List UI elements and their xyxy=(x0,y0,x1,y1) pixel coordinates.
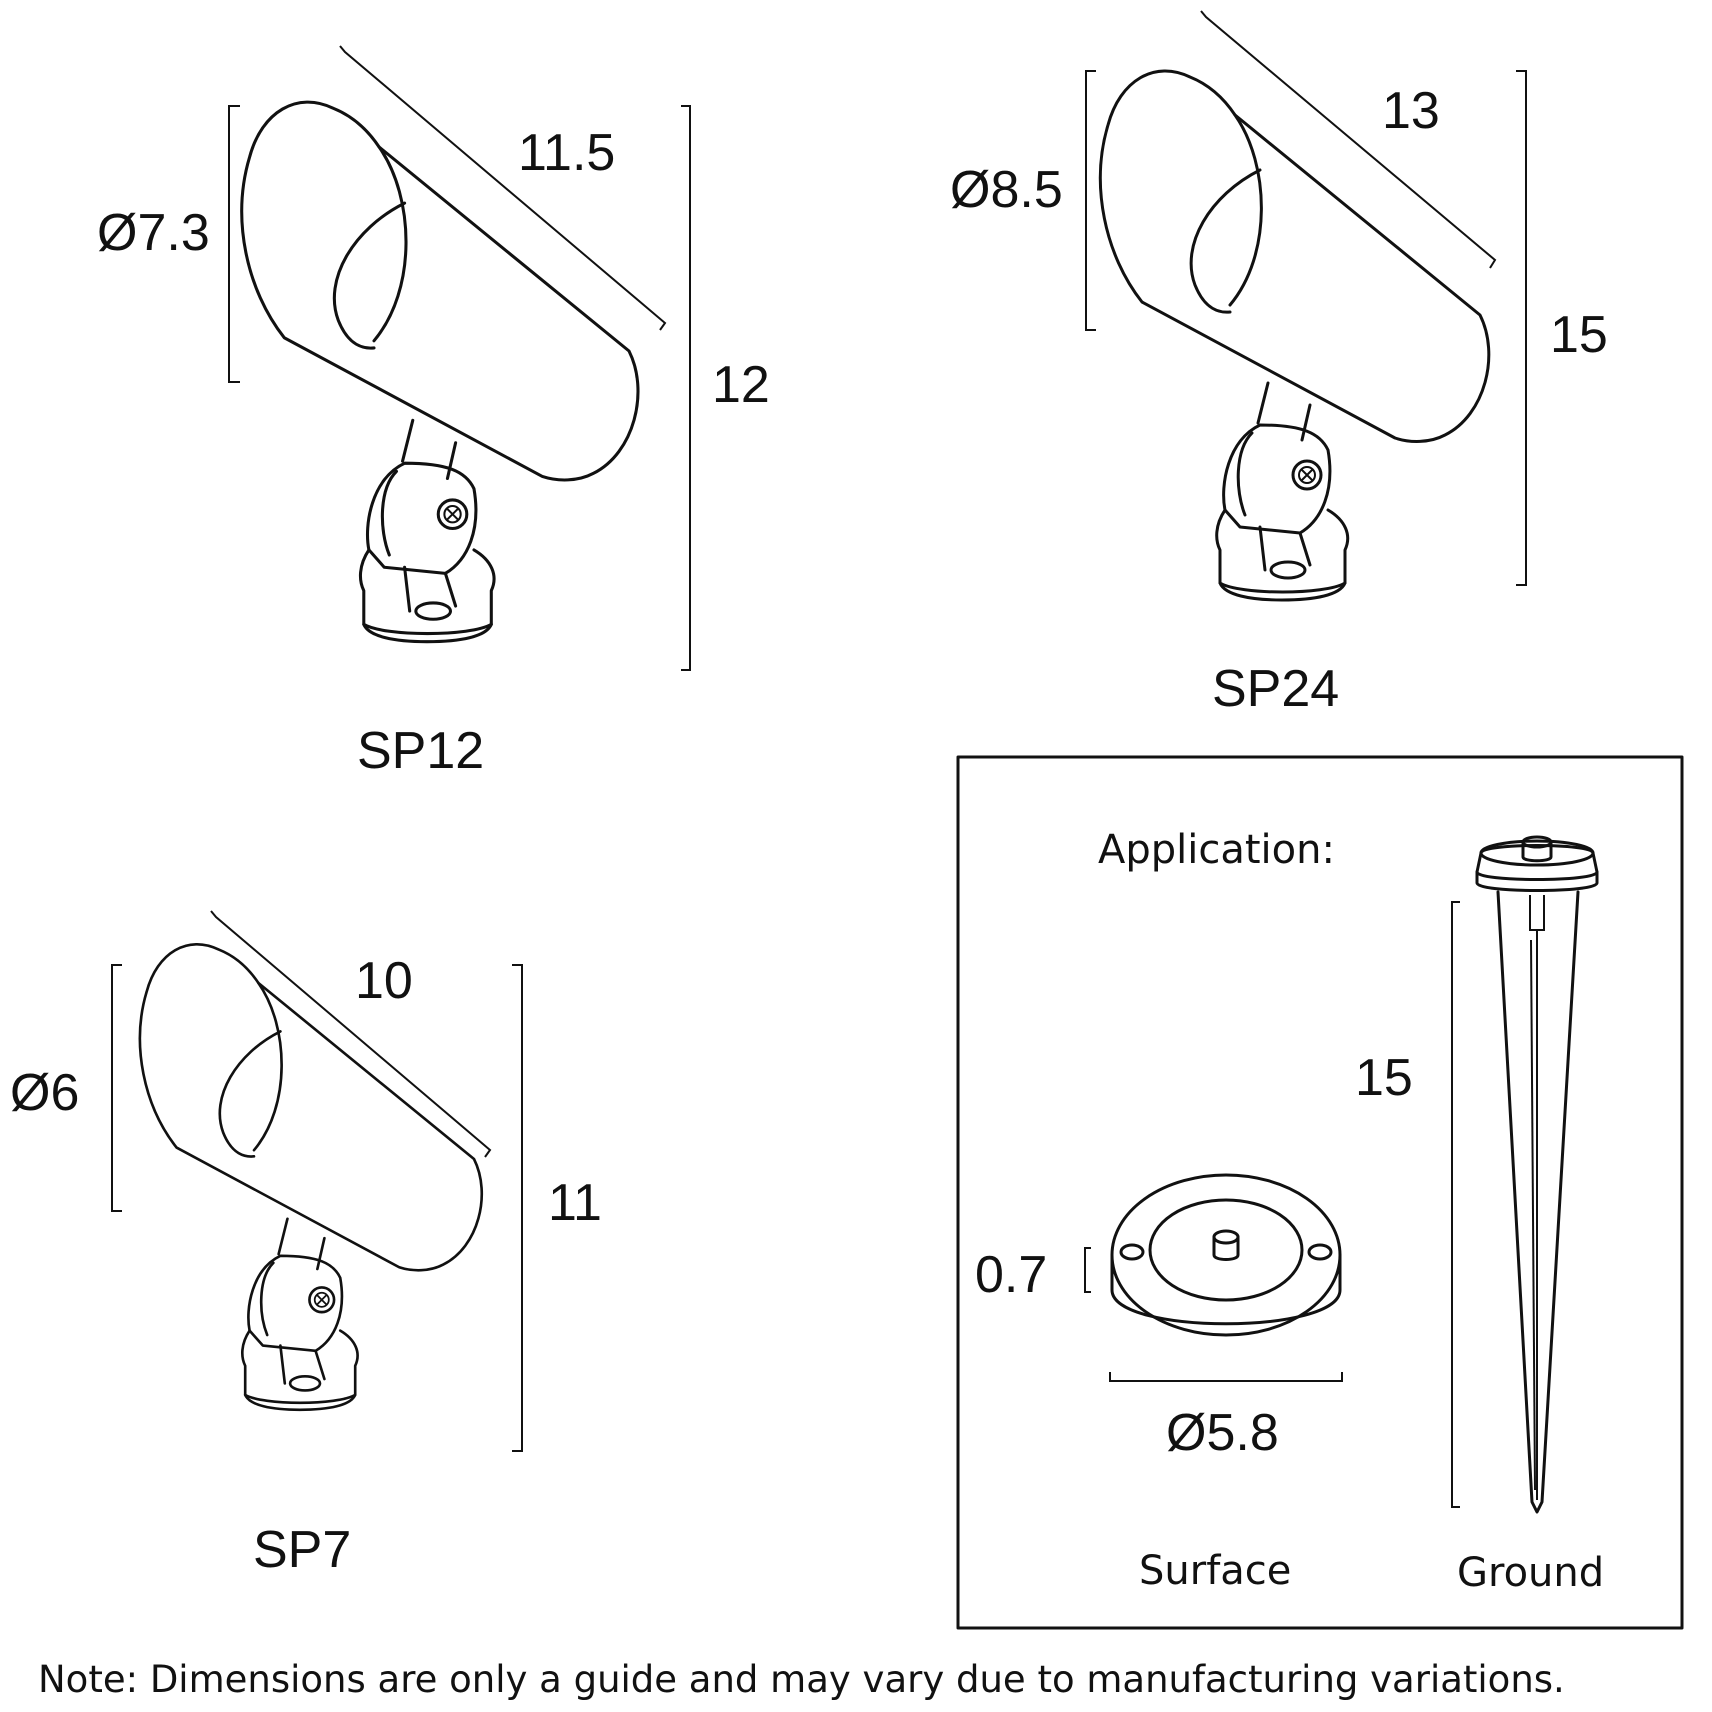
application-title: Application: xyxy=(1098,827,1335,873)
ground-spike-drawing xyxy=(1475,835,1599,1514)
sp12-group: Ø7.3 11.5 12 SP12 xyxy=(97,45,770,780)
sp12-height-bracket xyxy=(681,105,691,671)
surface-thickness-label: 0.7 xyxy=(975,1246,1047,1304)
sp12-length-line xyxy=(339,45,667,331)
sp7-group: Ø6 10 11 SP7 xyxy=(10,910,602,1579)
sp7-height-label: 11 xyxy=(548,1174,602,1232)
sp7-length-label: 10 xyxy=(355,952,413,1010)
sp7-diameter-bracket xyxy=(111,964,122,1212)
surface-label: Surface xyxy=(1139,1548,1291,1594)
sp24-diameter-label: Ø8.5 xyxy=(950,161,1063,219)
sp24-height-bracket xyxy=(1516,70,1527,586)
sp12-diameter-bracket xyxy=(228,105,240,383)
sp7-spotlight-drawing xyxy=(138,942,484,1412)
surface-thickness-bracket xyxy=(1084,1247,1091,1293)
application-frame xyxy=(956,755,1684,1630)
sp7-model-label: SP7 xyxy=(253,1521,351,1579)
sp24-group: Ø8.5 13 15 SP24 xyxy=(950,10,1608,718)
sp24-model-label: SP24 xyxy=(1212,660,1339,718)
sp12-model-label: SP12 xyxy=(357,722,484,780)
surface-diameter-bracket xyxy=(1109,1372,1343,1382)
sp7-diameter-label: Ø6 xyxy=(10,1064,79,1122)
sp24-diameter-bracket xyxy=(1085,70,1096,331)
surface-mount-drawing xyxy=(1110,1173,1342,1337)
sp7-height-bracket xyxy=(512,964,523,1452)
sp24-height-label: 15 xyxy=(1550,306,1608,364)
ground-label: Ground xyxy=(1457,1550,1604,1596)
dimensions-note: Note: Dimensions are only a guide and ma… xyxy=(38,1658,1565,1701)
surface-diameter-label: Ø5.8 xyxy=(1166,1404,1279,1462)
sp12-spotlight-drawing xyxy=(240,100,640,644)
ground-height-label: 15 xyxy=(1355,1049,1413,1107)
sp24-length-label: 13 xyxy=(1382,82,1440,140)
sp24-length-line xyxy=(1200,10,1497,269)
sp12-length-label: 11.5 xyxy=(518,124,615,182)
sp24-spotlight-drawing xyxy=(1098,69,1491,602)
sp12-diameter-label: Ø7.3 xyxy=(97,204,210,262)
application-panel: Application: 0.7 Ø5.8 Surface xyxy=(956,755,1684,1630)
sp7-length-line xyxy=(210,910,492,1158)
sp12-height-label: 12 xyxy=(712,356,770,414)
ground-height-bracket xyxy=(1451,901,1460,1508)
